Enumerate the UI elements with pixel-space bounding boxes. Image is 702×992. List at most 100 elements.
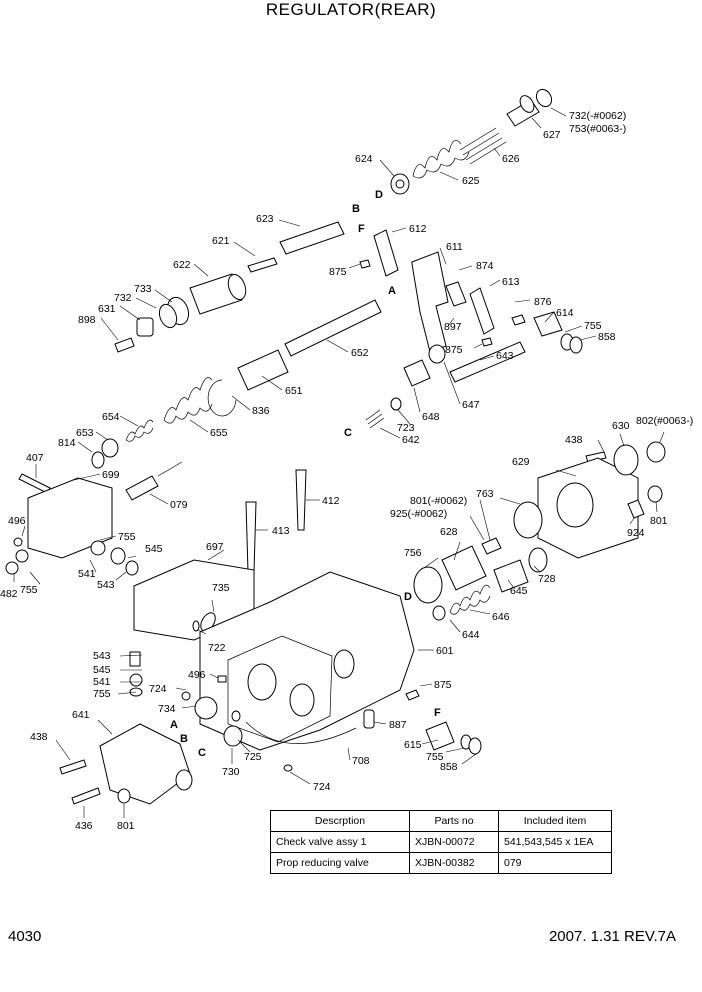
leader-lines — [13, 107, 665, 818]
callout-496a: 496 — [8, 515, 26, 527]
callout-652: 652 — [351, 347, 369, 359]
callout-541a: 541 — [78, 568, 96, 580]
page-title: REGULATOR(REAR) — [265, 0, 437, 19]
callout-629: 629 — [512, 456, 530, 468]
callout-755c: 755 — [20, 584, 38, 596]
callout-732: 732(-#0062) — [569, 110, 626, 122]
callout-543a: 543 — [97, 579, 115, 591]
callout-642: 642 — [402, 434, 420, 446]
ref-letter-d: D — [375, 189, 383, 201]
table-cell: XJBN-00382 — [409, 852, 499, 874]
table-row: Check valve assy 1 XJBN-00072 541,543,54… — [270, 831, 612, 853]
table-cell: Prop reducing valve — [270, 852, 410, 874]
callout-644: 644 — [462, 629, 480, 641]
callout-543b: 543 — [93, 650, 111, 662]
part-drawings — [5, 88, 666, 805]
callout-643: 643 — [496, 350, 514, 362]
callout-413: 413 — [272, 525, 290, 537]
page-number: 4030 — [8, 928, 42, 945]
callout-755a: 755 — [584, 320, 602, 332]
callout-724b: 724 — [313, 781, 331, 793]
callout-655: 655 — [210, 427, 228, 439]
callout-601: 601 — [436, 645, 454, 657]
callout-801b: 801 — [650, 515, 668, 527]
callout-611: 611 — [446, 241, 463, 253]
table-header: Included item — [498, 810, 612, 832]
callout-545b: 545 — [93, 664, 111, 676]
callout-626: 626 — [502, 153, 520, 165]
callout-925: 925(-#0062) — [390, 508, 447, 520]
callout-496b: 496 — [188, 669, 206, 681]
callout-699: 699 — [102, 469, 120, 481]
callout-079: 079 — [170, 499, 188, 511]
callout-897: 897 — [444, 321, 462, 333]
callout-858a: 858 — [598, 331, 616, 343]
callout-622: 622 — [173, 259, 191, 271]
callout-836: 836 — [252, 405, 270, 417]
callout-755d: 755 — [93, 688, 111, 700]
callout-887: 887 — [389, 719, 407, 731]
table-header: Descrption — [270, 810, 410, 832]
callout-733: 733 — [134, 283, 152, 295]
revision-date: 2007. 1.31 REV.7A — [548, 928, 676, 945]
callout-625: 625 — [462, 175, 480, 187]
table-cell: 541,543,545 x 1EA — [498, 831, 612, 853]
callout-614: 614 — [556, 307, 574, 319]
ref-letter-c: C — [344, 427, 352, 439]
callout-651: 651 — [285, 385, 303, 397]
callout-763: 763 — [476, 488, 494, 500]
callout-labels: 732(-#0062) 753(#0063-) 627 626 624 625 … — [0, 110, 693, 832]
callout-753: 753(#0063-) — [569, 123, 626, 135]
callout-734: 734 — [158, 703, 176, 715]
callout-802: 802(#0063-) — [636, 415, 693, 427]
callout-724a: 724 — [149, 683, 167, 695]
callout-541b: 541 — [93, 676, 111, 688]
callout-708: 708 — [352, 755, 370, 767]
table-header-row: Descrption Parts no Included item — [270, 810, 612, 832]
ref-letter-f: F — [434, 707, 441, 719]
callout-875a: 875 — [329, 266, 347, 278]
callout-612: 612 — [409, 223, 427, 235]
callout-412: 412 — [322, 495, 340, 507]
callout-545a: 545 — [145, 543, 163, 555]
ref-letter-a: A — [170, 719, 178, 731]
callout-756: 756 — [404, 547, 422, 559]
callout-646: 646 — [492, 611, 510, 623]
callout-874: 874 — [476, 260, 494, 272]
callout-732b: 732 — [114, 292, 132, 304]
callout-628: 628 — [440, 526, 458, 538]
callout-615: 615 — [404, 739, 422, 751]
callout-654: 654 — [102, 411, 120, 423]
callout-875b: 875 — [445, 344, 463, 356]
callout-898: 898 — [78, 314, 96, 326]
callout-407: 407 — [26, 452, 44, 464]
callout-876: 876 — [534, 296, 552, 308]
ref-letter-f: F — [358, 223, 365, 235]
callout-647: 647 — [462, 399, 480, 411]
callout-645: 645 — [510, 585, 528, 597]
table-header: Parts no — [409, 810, 499, 832]
callout-924: 924 — [627, 527, 645, 539]
callout-725: 725 — [244, 751, 262, 763]
callout-875c: 875 — [434, 679, 452, 691]
callout-482: 482 — [0, 588, 18, 600]
callout-623: 623 — [256, 213, 274, 225]
callout-735: 735 — [212, 582, 230, 594]
callout-814: 814 — [58, 437, 76, 449]
callout-438b: 438 — [30, 731, 48, 743]
callout-641: 641 — [72, 709, 90, 721]
callout-631: 631 — [98, 303, 116, 315]
ref-letter-c: C — [198, 747, 206, 759]
callout-730: 730 — [222, 766, 240, 778]
ref-letter-d: D — [404, 591, 412, 603]
callout-627: 627 — [543, 129, 561, 141]
table-cell: Check valve assy 1 — [270, 831, 410, 853]
table-cell: XJBN-00072 — [409, 831, 499, 853]
callout-858b: 858 — [440, 761, 458, 773]
callout-438a: 438 — [565, 434, 583, 446]
callout-723: 723 — [397, 422, 415, 434]
callout-801a: 801(-#0062) — [410, 495, 467, 507]
ref-letter-b: B — [180, 733, 188, 745]
callout-653: 653 — [76, 427, 94, 439]
